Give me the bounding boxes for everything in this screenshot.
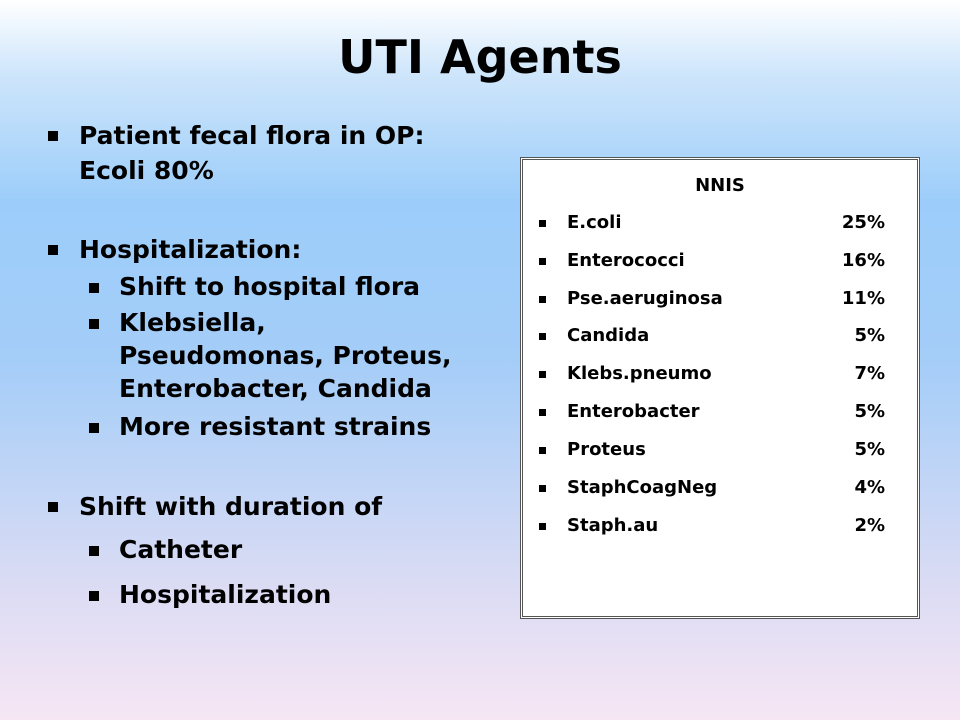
nnis-row: Proteus 5% bbox=[523, 439, 917, 469]
organism-name: StaphCoagNeg bbox=[567, 477, 718, 498]
bullet-square-icon bbox=[539, 296, 546, 303]
nnis-panel: NNIS E.coli 25% Enterococci 16% Pse.aerugi… bbox=[520, 157, 920, 619]
subbullet-organisms: Klebsiella, Pseudomonas, Proteus, Enteroba… bbox=[46, 306, 516, 405]
bullet-fecal-flora: Patient fecal flora in OP: bbox=[46, 118, 516, 153]
bullet-text: Patient fecal flora in OP: bbox=[79, 121, 425, 150]
nnis-row: Pse.aeruginosa 11% bbox=[523, 288, 917, 318]
bullet-square-icon bbox=[539, 485, 546, 492]
bullet-square-icon bbox=[539, 333, 546, 340]
bullet-continuation: Ecoli 80% bbox=[79, 156, 214, 185]
nnis-row: Enterobacter 5% bbox=[523, 401, 917, 431]
bullet-square-icon bbox=[89, 283, 99, 293]
bullet-square-icon bbox=[89, 591, 99, 601]
organism-name: Proteus bbox=[567, 439, 646, 460]
organism-name: Candida bbox=[567, 325, 650, 346]
subbullet-shift: Shift to hospital flora bbox=[46, 270, 516, 303]
bullet-hospitalization: Hospitalization: bbox=[46, 232, 516, 267]
nnis-row: Candida 5% bbox=[523, 325, 917, 355]
organism-percent: 5% bbox=[854, 325, 885, 346]
subbullet-resistant: More resistant strains bbox=[46, 410, 516, 443]
bullet-square-icon bbox=[539, 409, 546, 416]
bullet-square-icon bbox=[539, 447, 546, 454]
organism-percent: 16% bbox=[841, 250, 885, 271]
subbullet-line: Klebsiella, bbox=[119, 308, 266, 337]
bullet-square-icon bbox=[539, 258, 546, 265]
organism-name: Enterococci bbox=[567, 250, 685, 271]
slide-title: UTI Agents bbox=[338, 30, 622, 84]
bullet-square-icon bbox=[48, 245, 58, 255]
left-bullets: Patient fecal flora in OP: Ecoli 80% Hos… bbox=[46, 118, 516, 611]
organism-percent: 4% bbox=[854, 477, 885, 498]
organism-name: Staph.au bbox=[567, 515, 659, 536]
organism-name: E.coli bbox=[567, 212, 622, 233]
subbullet-text: More resistant strains bbox=[119, 412, 432, 441]
subbullet-line: Enterobacter, Candida bbox=[119, 374, 432, 403]
nnis-row: Staph.au 2% bbox=[523, 515, 917, 545]
organism-percent: 25% bbox=[841, 212, 885, 233]
organism-percent: 11% bbox=[841, 288, 885, 309]
bullet-square-icon bbox=[539, 220, 546, 227]
organism-percent: 5% bbox=[854, 439, 885, 460]
organism-name: Klebs.pneumo bbox=[567, 363, 712, 384]
nnis-row: StaphCoagNeg 4% bbox=[523, 477, 917, 507]
bullet-square-icon bbox=[89, 546, 99, 556]
nnis-row: Klebs.pneumo 7% bbox=[523, 363, 917, 393]
bullet-square-icon bbox=[48, 502, 58, 512]
organism-percent: 7% bbox=[854, 363, 885, 384]
nnis-row: Enterococci 16% bbox=[523, 250, 917, 280]
bullet-text: Shift with duration of bbox=[79, 492, 383, 521]
subbullet-text: Hospitalization bbox=[119, 580, 332, 609]
bullet-square-icon bbox=[539, 371, 546, 378]
nnis-row: E.coli 25% bbox=[523, 212, 917, 242]
subbullet-text: Catheter bbox=[119, 535, 243, 564]
subbullet-hospitalization: Hospitalization bbox=[46, 578, 516, 611]
bullet-text: Hospitalization: bbox=[79, 235, 302, 264]
organism-name: Pse.aeruginosa bbox=[567, 288, 723, 309]
bullet-square-icon bbox=[539, 523, 546, 530]
organism-percent: 5% bbox=[854, 401, 885, 422]
bullet-square-icon bbox=[48, 131, 58, 141]
organism-percent: 2% bbox=[854, 515, 885, 536]
organism-name: Enterobacter bbox=[567, 401, 700, 422]
subbullet-line: Pseudomonas, Proteus, bbox=[119, 341, 452, 370]
subbullet-text: Shift to hospital flora bbox=[119, 272, 421, 301]
bullet-square-icon bbox=[89, 319, 99, 329]
subbullet-catheter: Catheter bbox=[46, 533, 516, 566]
bullet-square-icon bbox=[89, 423, 99, 433]
nnis-heading: NNIS bbox=[695, 175, 745, 196]
bullet-shift-duration: Shift with duration of bbox=[46, 489, 516, 524]
